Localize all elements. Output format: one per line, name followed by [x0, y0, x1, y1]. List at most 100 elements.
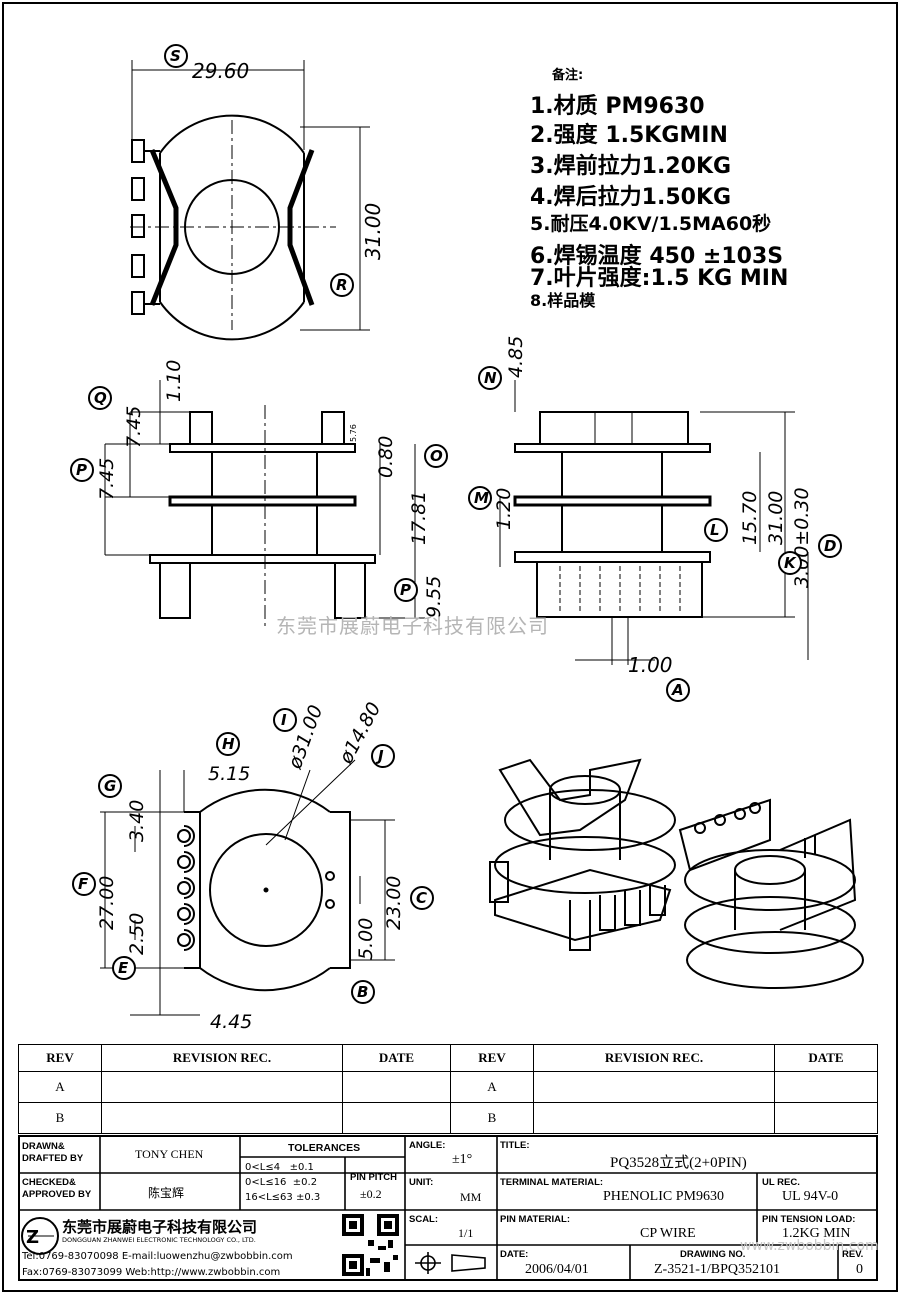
balloon-P1: P — [70, 458, 94, 482]
svg-text:N: N — [484, 369, 497, 387]
ul-value: UL 94V-0 — [782, 1189, 839, 1204]
dim-side-576: 5.76 — [349, 424, 358, 442]
svg-text:H: H — [222, 735, 235, 753]
balloon-F: F — [72, 872, 96, 896]
drawn-label: DRAWN& DRAFTED BY — [22, 1141, 84, 1164]
dim-bot-2700: 27.00 — [96, 876, 118, 930]
company-name-cn: 东莞市展蔚电子科技有限公司 — [62, 1218, 258, 1236]
note-6: 6.焊锡温度 450 ±103S — [530, 244, 784, 269]
svg-text:L: L — [710, 521, 720, 539]
drawing-no-value: Z-3521-1/BPQ352101 — [654, 1262, 780, 1277]
balloon-K: K — [778, 551, 802, 575]
table-row: A A — [18, 1071, 878, 1103]
website-stamp: www.zwbobbin.com — [740, 1238, 879, 1254]
dim-front-3100: 31.00 — [765, 491, 787, 545]
balloon-R: R — [330, 273, 354, 297]
revision-table: REV REVISION REC. DATE REV REVISION REC.… — [18, 1044, 878, 1134]
dim-top-height: 31.00 — [361, 203, 385, 260]
tension-label: PIN TENSION LOAD: — [762, 1214, 856, 1225]
date-label: DATE: — [500, 1249, 529, 1260]
qr-code — [342, 1214, 399, 1276]
company-logo: Z — [21, 1217, 59, 1255]
title-block — [18, 1135, 878, 1281]
svg-text:M: M — [474, 489, 489, 507]
rev-header: REV — [18, 1044, 102, 1072]
balloon-H: H — [216, 732, 240, 756]
pin-material-value: CP WIRE — [640, 1226, 696, 1241]
svg-text:G: G — [104, 777, 116, 795]
note-3: 3.焊前拉力1.20KG — [530, 154, 732, 179]
dim-side-110: 1.10 — [163, 360, 185, 402]
svg-text:A: A — [671, 681, 684, 699]
scale-value: 1/1 — [458, 1226, 474, 1240]
balloon-S: S — [164, 44, 188, 68]
svg-text:Z: Z — [26, 1227, 39, 1248]
svg-text:B: B — [357, 983, 368, 1001]
notes-heading: 备注: — [552, 68, 584, 83]
balloon-B: B — [351, 980, 375, 1004]
dim-front-485: 4.85 — [505, 336, 527, 378]
svg-text:J: J — [375, 747, 384, 765]
balloon-N: N — [478, 366, 502, 390]
dim-front-1570: 15.70 — [739, 491, 761, 545]
dim-top-width: 29.60 — [192, 59, 249, 83]
balloon-A: A — [666, 678, 690, 702]
drawn-value: TONY CHEN — [135, 1147, 204, 1161]
svg-text:Q: Q — [94, 389, 107, 407]
dim-bot-515: 5.15 — [208, 763, 250, 785]
note-5: 5.耐压4.0KV/1.5MA60秒 — [530, 213, 772, 235]
angle-label: ANGLE: — [409, 1140, 446, 1151]
side-view — [104, 380, 425, 630]
title-label: TITLE: — [500, 1140, 530, 1151]
svg-text:I: I — [281, 711, 287, 729]
tol-row-2: 0<L≤16 ±0.2 — [245, 1177, 318, 1188]
dim-side-1781: 17.81 — [408, 491, 430, 545]
svg-text:P: P — [76, 461, 87, 479]
tension-value: 1.2KG MIN — [782, 1226, 851, 1241]
table-row: B B — [18, 1102, 878, 1134]
svg-text:D: D — [824, 537, 836, 555]
rev-header-2: REV — [450, 1044, 534, 1072]
title-value: PQ3528立式(2+0PIN) — [610, 1155, 747, 1171]
balloon-L: L — [704, 518, 728, 542]
checked-label: CHECKED& APPROVED BY — [22, 1177, 92, 1200]
terminal-value: PHENOLIC PM9630 — [603, 1189, 724, 1204]
svg-text:F: F — [78, 875, 89, 893]
tol-row-1: 0<L≤4 ±0.1 — [245, 1162, 314, 1173]
note-7: 7.叶片强度:1.5 KG MIN — [530, 266, 789, 291]
dim-front-100: 1.00 — [628, 653, 673, 677]
svg-text:R: R — [336, 276, 348, 294]
bottom-view — [100, 759, 395, 1016]
unit-value: MM — [460, 1190, 482, 1204]
balloons: S R Q P O P N M L K D A I J H G F E B C — [70, 44, 842, 1004]
dim-bot-250: 2.50 — [126, 913, 148, 955]
balloon-Q: Q — [88, 386, 112, 410]
balloon-O: O — [424, 444, 448, 468]
dim-bot-500: 5.00 — [355, 918, 377, 960]
note-4: 4.焊后拉力1.50KG — [530, 185, 732, 210]
isometric-view-1 — [489, 758, 676, 951]
balloon-P2: P — [394, 578, 418, 602]
balloon-D: D — [818, 534, 842, 558]
ul-label: UL REC. — [762, 1177, 800, 1188]
balloon-I: I — [273, 708, 297, 732]
balloon-G: G — [98, 774, 122, 798]
watermark: 东莞市展蔚电子科技有限公司 — [276, 614, 549, 638]
note-1: 1.材质 PM9630 — [530, 94, 705, 119]
unit-label: UNIT: — [409, 1177, 434, 1188]
note-2: 2.强度 1.5KGMIN — [530, 123, 728, 148]
pin-pitch-label: PIN PITCH — [350, 1172, 397, 1183]
dim-front-120: 1.20 — [493, 488, 515, 530]
tolerances-label: TOLERANCES — [288, 1142, 361, 1154]
checked-value: 陈宝辉 — [148, 1186, 185, 1200]
svg-text:S: S — [170, 47, 181, 65]
company-tel: Tel:0769-83070098 E-mail:luowenzhu@zwbob… — [22, 1251, 293, 1262]
balloon-J: J — [371, 744, 395, 768]
angle-value: ±1° — [452, 1152, 473, 1167]
dim-side-955: 9.55 — [423, 576, 445, 618]
svg-text:O: O — [430, 447, 443, 465]
isometric-view-2 — [678, 798, 864, 989]
svg-text:E: E — [118, 959, 129, 977]
svg-text:C: C — [416, 889, 427, 907]
